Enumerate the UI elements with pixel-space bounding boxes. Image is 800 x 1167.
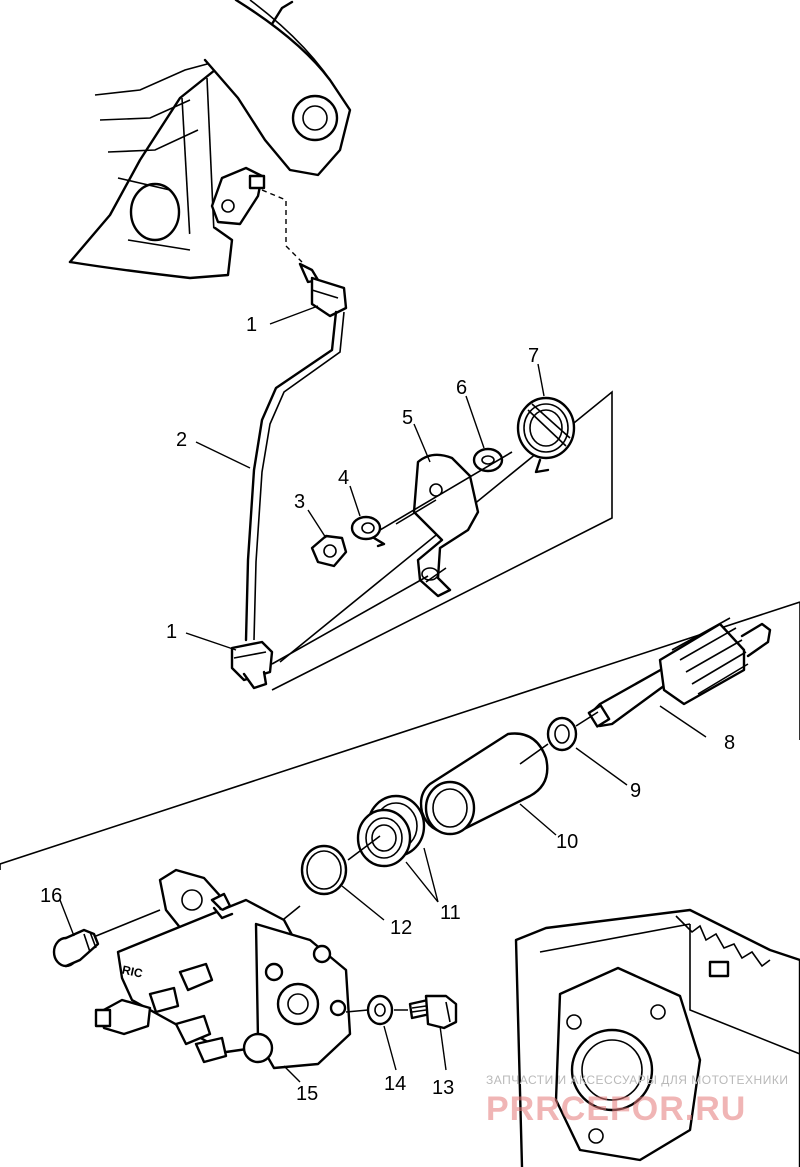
part-6-washer: [472, 447, 504, 473]
callout-14: 14: [384, 1073, 406, 1095]
lever-to-rod-line: [261, 189, 303, 263]
lower-axis-line: [257, 711, 599, 941]
part-11-seals: [356, 794, 426, 868]
control-rod: [230, 262, 348, 690]
part-5-bracket: [412, 453, 480, 598]
part-3-nut: [310, 534, 348, 568]
pump-to-part16-line: [95, 909, 161, 937]
callout-4: 4: [338, 467, 349, 489]
watermark-brand: PRRCEFOR.RU: [486, 1090, 746, 1128]
callout-1-lower: 1: [166, 621, 177, 643]
callout-8: 8: [724, 732, 735, 754]
callout-leaders: [59, 305, 707, 1083]
callout-15: 15: [296, 1083, 318, 1105]
pump-to-screw-line: [345, 1009, 408, 1013]
part-16-bolt: [52, 928, 100, 968]
lower-group-frame: [0, 601, 800, 870]
engine-casting-bottom: [514, 908, 800, 1167]
part-10-sleeve: [419, 732, 549, 836]
part-4-lock-washer: [350, 515, 386, 548]
engine-casting-top: [68, 0, 352, 280]
callout-12: 12: [390, 917, 412, 939]
callout-9: 9: [630, 780, 641, 802]
part-13-screw: [408, 994, 458, 1030]
part-8-shaft-gear: [587, 617, 772, 728]
part-9-washer: [546, 716, 578, 752]
callout-11: 11: [440, 902, 461, 924]
callout-7: 7: [528, 345, 539, 367]
watermark-tagline: ЗАПЧАСТИ И АКСЕССУАРЫ ДЛЯ МОТОТЕХНИКИ: [486, 1073, 788, 1087]
callout-16: 16: [40, 885, 62, 907]
part-7-spring: [516, 396, 576, 474]
rod-to-bracket-line: [271, 575, 429, 665]
callout-1-upper: 1: [246, 314, 257, 336]
callout-13: 13: [432, 1077, 454, 1099]
part-12-o-ring: [300, 844, 348, 896]
upper-axis-line: [379, 451, 513, 583]
callout-6: 6: [456, 377, 467, 399]
pump-marking-text: RIC: [121, 963, 144, 981]
callout-5: 5: [402, 407, 413, 429]
part-14-washer: [366, 994, 394, 1026]
callout-2: 2: [176, 429, 187, 451]
callout-3: 3: [294, 491, 305, 513]
part-15-pump: RIC: [94, 868, 352, 1070]
throttle-lever: [210, 166, 266, 226]
callout-10: 10: [556, 831, 578, 853]
